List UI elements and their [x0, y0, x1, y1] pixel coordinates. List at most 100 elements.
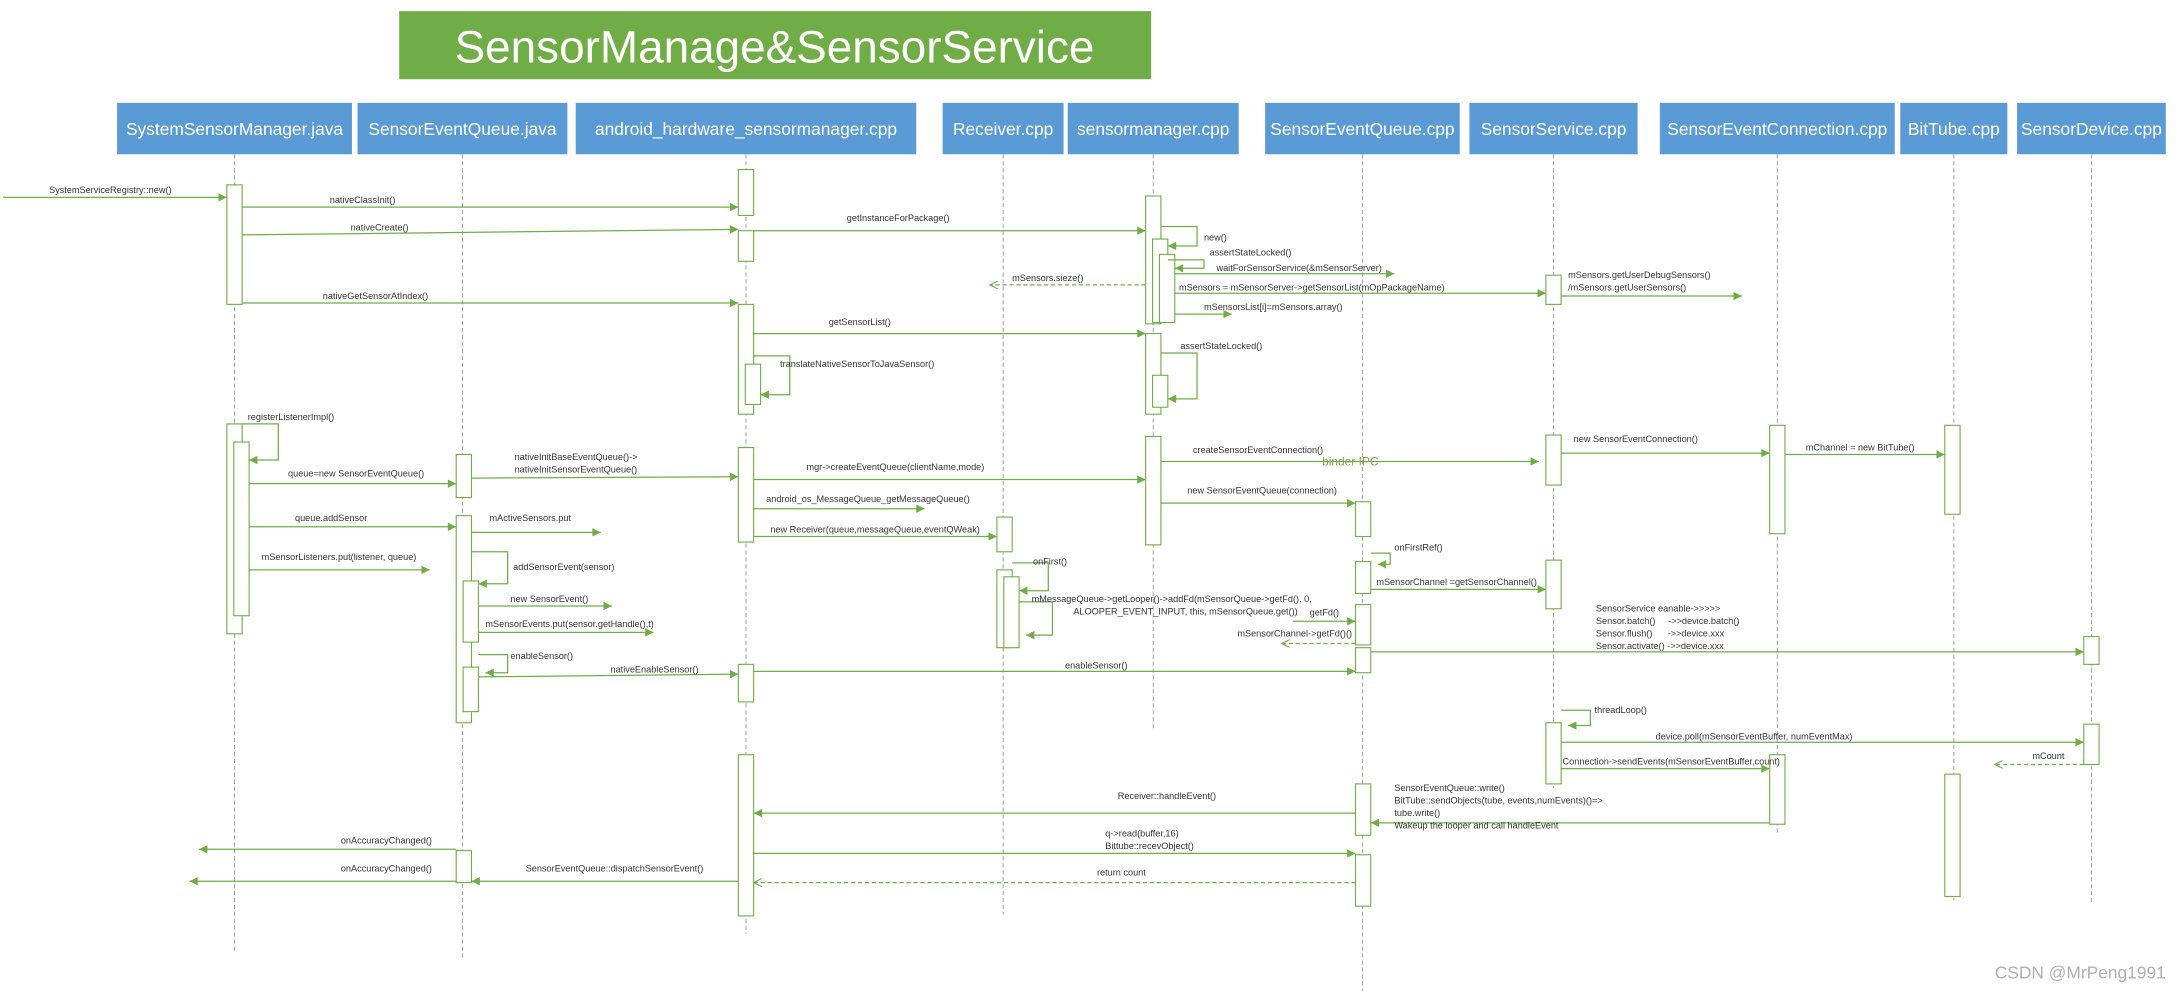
message-label: mSensors = mSensorServer->getSensorList(…	[1179, 282, 1445, 292]
message-label: android_os_MessageQueue_getMessageQueue(…	[766, 494, 970, 504]
activation-bar	[1944, 424, 1961, 515]
participant-label: Receiver.cpp	[953, 119, 1053, 139]
message-label: new()	[1204, 232, 1227, 242]
participant-header: android_hardware_sensormanager.cpp	[575, 102, 917, 155]
self-call-arrow	[1019, 601, 1054, 640]
activation-bar	[1354, 783, 1372, 836]
message-label: assertStateLocked()	[1210, 248, 1292, 258]
message: queue.addSensor	[249, 513, 457, 531]
message: nativeEnableSensor()	[478, 665, 739, 679]
message: mSensorsList[i]=mSensors.array()	[1174, 302, 1343, 319]
message-label: mSensorChannel->getFd()()	[1237, 629, 1352, 639]
message-label: new SensorEvent()	[510, 594, 588, 604]
message: enableSensor()	[753, 661, 1356, 676]
message-label: SystemServiceRegistry::new()	[49, 185, 172, 195]
message: Connection->sendEvents(mSensorEventBuffe…	[1561, 756, 1780, 773]
message-label: mSensorChannel =getSensorChannel()	[1376, 577, 1537, 587]
self-call-arrow	[471, 551, 509, 588]
message-label: enableSensor()	[1065, 661, 1128, 671]
message-label: nativeInitBaseEventQueue()->	[515, 452, 638, 462]
participant-box	[1067, 102, 1239, 155]
activation-bar	[1354, 854, 1372, 907]
message: new SensorEventConnection()	[1561, 434, 1770, 458]
message: mSensorChannel->getFd()()	[1237, 629, 1356, 644]
message: registerListenerImpl()	[242, 412, 334, 465]
activation-bars	[226, 169, 2100, 917]
message-arrow	[242, 225, 739, 236]
activation-bar	[1545, 274, 1562, 305]
participant-header: SensorEventQueue.cpp	[1265, 102, 1460, 155]
message: assertStateLocked()	[1167, 248, 1292, 273]
message: mSensors.getUserDebugSensors()/mSensors.…	[1561, 270, 1742, 301]
message-label: new SensorEventConnection()	[1574, 434, 1698, 444]
message-label: mCount	[2032, 751, 2065, 761]
message: q->read(buffer,16)Bittube::recevObject()	[753, 829, 1356, 858]
participant-label: SensorEventQueue.cpp	[1270, 119, 1454, 139]
message: mSensorListeners.put(listener, queue)	[249, 552, 430, 575]
activation-bar	[1769, 424, 1786, 535]
participant-header: BitTube.cpp	[1900, 102, 2008, 155]
message: mActiveSensors.put	[471, 513, 601, 537]
participant-label: BitTube.cpp	[1908, 119, 2000, 139]
participant-label: SensorService.cpp	[1481, 119, 1627, 139]
self-call-arrow	[1160, 352, 1198, 404]
activation-bar	[462, 666, 479, 713]
message: getSensorList()	[753, 317, 1146, 338]
message-label: getSensorList()	[829, 317, 891, 327]
message: queue=new SensorEventQueue()	[249, 469, 457, 488]
participant-headers: SystemSensorManager.java SensorEventQueue…	[117, 102, 2166, 155]
message-label: mSensorEvents.put(sensor.getHandle(),t)	[485, 619, 653, 629]
participant-box	[1265, 102, 1460, 155]
messages: SystemServiceRegistry::new()nativeClassI…	[3, 185, 2084, 882]
participant-label: SensorEventQueue.java	[368, 119, 557, 139]
message-label: Sensor.activate() ->>device.xxx	[1596, 641, 1724, 651]
activation-bar	[226, 184, 243, 305]
participant-header: SystemSensorManager.java	[117, 102, 352, 155]
message: new SensorEvent()	[478, 594, 612, 611]
activation-bar	[1944, 773, 1961, 898]
message: mSensorChannel =getSensorChannel()	[1370, 577, 1546, 594]
participant-label: SensorDevice.cpp	[2021, 119, 2162, 139]
activation-bar	[737, 230, 755, 262]
message: Receiver::handleEvent()	[753, 791, 1356, 818]
message-label: return count	[1097, 868, 1146, 878]
activation-bar	[1151, 374, 1169, 408]
participant-header: SensorDevice.cpp	[2017, 102, 2166, 155]
message: onAccuracyChanged()	[189, 863, 457, 886]
activation-bar	[737, 754, 755, 917]
message: createSensorEventConnection()	[1160, 445, 1539, 466]
message: nativeInitBaseEventQueue()->nativeInitSe…	[471, 452, 739, 481]
message-label: getInstanceForPackage()	[847, 213, 950, 223]
participant-header: sensormanager.cpp	[1067, 102, 1239, 155]
message-label: device.poll(mSensorEventBuffer, numEvent…	[1656, 731, 1853, 741]
message: onFirstRef()	[1370, 542, 1443, 569]
message-label: mSensorListeners.put(listener, queue)	[262, 552, 417, 562]
activation-bar	[1545, 559, 1562, 610]
activation-bar	[1354, 501, 1372, 538]
activation-bar	[1145, 435, 1162, 546]
message: SensorEventQueue::dispatchSensorEvent()	[471, 863, 739, 886]
message-label: Wakeup the looper and call handleEvent	[1394, 820, 1559, 830]
message-label: new Receiver(queue,messageQueue,eventQWe…	[770, 524, 980, 534]
message: mgr->createEventQueue(clientName,mode)	[753, 462, 1146, 484]
message-label: mSensors.sieze()	[1012, 273, 1083, 283]
message-label: nativeCreate()	[351, 223, 409, 233]
message-label: SensorService eanable->>>>>	[1596, 604, 1720, 614]
message-label: tube.write()	[1394, 808, 1440, 818]
participant-box	[575, 102, 917, 155]
message-label: Connection->sendEvents(mSensorEventBuffe…	[1563, 756, 1780, 766]
message: mSensors = mSensorServer->getSensorList(…	[1174, 282, 1546, 298]
activation-bar	[744, 363, 762, 406]
message-label: createSensorEventConnection()	[1193, 445, 1323, 455]
message-label: waitForSensorService(&mSensorServer)	[1215, 263, 1381, 273]
activation-bar	[737, 663, 755, 703]
participant-header: Receiver.cpp	[942, 102, 1064, 155]
message-label: threadLoop()	[1595, 705, 1647, 715]
message-label: SensorEventQueue::write()	[1394, 783, 1504, 793]
message-label: addSensorEvent(sensor)	[513, 562, 614, 572]
message-label: nativeClassInit()	[330, 195, 396, 205]
message: addSensorEvent(sensor)	[471, 551, 614, 588]
message-label: onFirstRef()	[1394, 542, 1442, 552]
message-arrow	[471, 472, 739, 481]
